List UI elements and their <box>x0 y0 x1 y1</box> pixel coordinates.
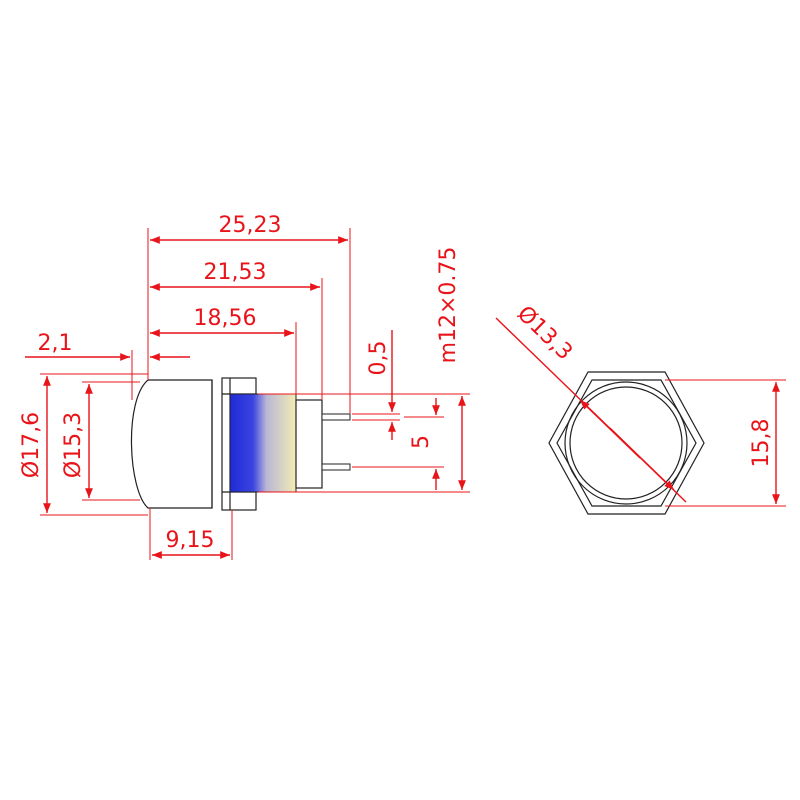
cap-dome-outline <box>130 379 213 509</box>
dim-outer-diameter: Ø17,6 <box>19 412 44 478</box>
dim-across-flats: 15,8 <box>749 419 774 468</box>
terminal-pin-top <box>321 413 351 421</box>
terminal-pin-bottom <box>321 463 351 471</box>
front-view: Ø13,3 15,8 <box>495 301 786 515</box>
dim-thread-spec: m12×0.75 <box>436 247 461 364</box>
hex-nut-outer <box>548 371 705 515</box>
terminal-body <box>229 393 297 493</box>
dim-arrow-13-3-bottom <box>609 427 675 491</box>
dim-cap-diameter: Ø15,3 <box>61 412 86 478</box>
dim-pin-thickness: 0,5 <box>366 341 391 376</box>
dim-cap-offset: 2,1 <box>38 331 73 356</box>
side-view: 25,23 21,53 18,56 2,1 9,15 Ø17,6 Ø15,3 0… <box>19 213 470 560</box>
dim-inner-diameter: Ø13,3 <box>512 301 577 365</box>
rear-housing-outline <box>295 399 323 489</box>
dim-overall-length: 25,23 <box>219 213 282 238</box>
hex-nut-inner <box>556 379 697 507</box>
dim-body-length: 18,56 <box>194 306 257 331</box>
dim-pin-spacing: 5 <box>409 435 434 449</box>
button-inner-face <box>569 386 683 500</box>
button-outer-ring <box>564 381 688 505</box>
dim-thread-length: 21,53 <box>204 260 267 285</box>
dim-cap-width: 9,15 <box>166 528 215 553</box>
